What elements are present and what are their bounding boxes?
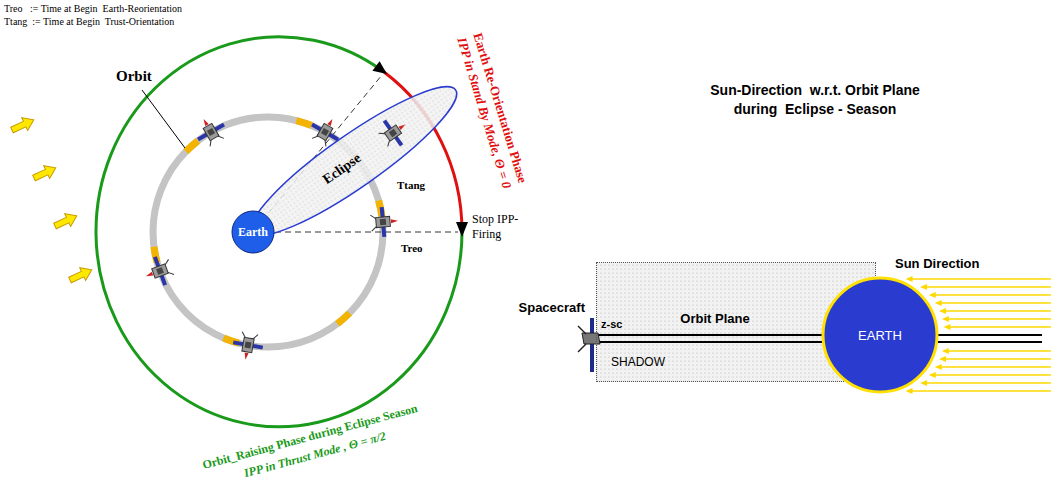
node-label: Earth — [238, 225, 268, 240]
axis-label: z-sc — [601, 318, 622, 330]
node-label: EARTH — [858, 328, 902, 343]
time-marker: Ttang — [397, 179, 425, 191]
orbit-leader — [142, 90, 185, 148]
time-marker: Treo — [401, 242, 423, 254]
panel-title: during Eclipse - Season — [734, 101, 897, 117]
earth-circle: Earth — [231, 210, 275, 254]
earth-globe: EARTH — [820, 275, 940, 395]
event-note: Stop IPP-Firing — [472, 212, 536, 242]
panel-title: Sun-Direction w.r.t. Orbit Plane — [710, 82, 920, 98]
plane-label: Orbit Plane — [680, 311, 749, 326]
legend-note: Ttang := Time at Begin Trust-Orientation — [4, 16, 174, 27]
sun-arrows — [9, 114, 95, 287]
satellite — [231, 331, 265, 363]
legend-note: Treo := Time at Begin Earth-Reorientatio… — [4, 3, 182, 14]
node-label: SHADOW — [611, 355, 665, 369]
arc-arrowhead — [456, 222, 468, 237]
arc-arrowhead — [372, 61, 387, 74]
treo-line — [275, 232, 458, 233]
satellite — [141, 253, 177, 290]
orbit-label: Orbit — [116, 68, 152, 85]
orbit-plane-line — [592, 341, 1042, 343]
sun-label: Sun Direction — [895, 256, 980, 271]
satellite — [191, 112, 230, 150]
satellite — [370, 206, 400, 238]
spacecraft-label: Spacecraft — [519, 300, 585, 315]
orbit-plane-line — [592, 334, 1042, 336]
